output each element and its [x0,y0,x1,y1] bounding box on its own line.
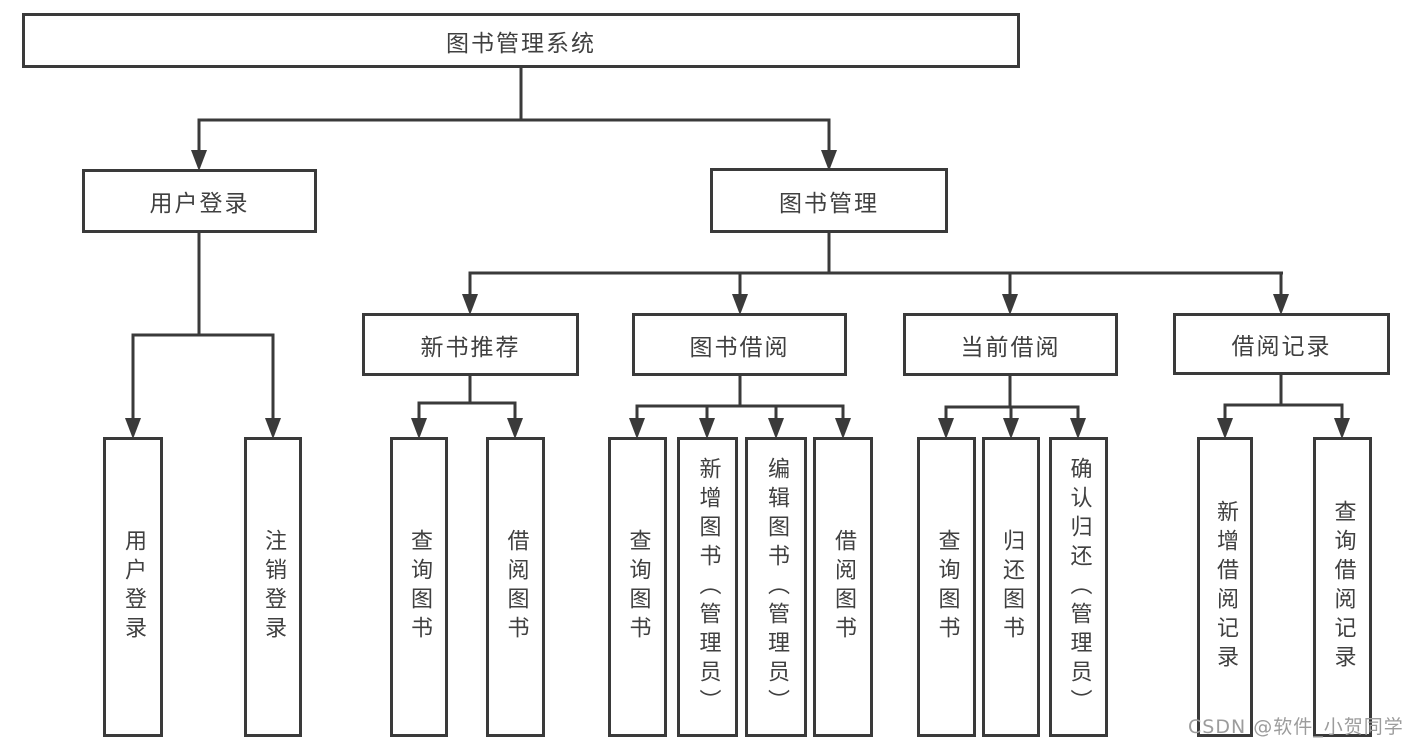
leaf-edit-books-admin: 编辑图书（管理员） [745,437,807,737]
connector-user-login-to-leaves [125,233,281,439]
node-borrowing-records: 借阅记录 [1173,313,1390,375]
connector-book-mgmt-to-level3 [462,233,1289,315]
leaf-user-login: 用户登录 [103,437,163,737]
node-new-book-recommend: 新书推荐 [362,313,579,376]
node-current-borrowing: 当前借阅 [903,313,1118,376]
connector-root-to-level2 [191,68,837,171]
node-user-login: 用户登录 [82,169,317,233]
leaf-borrow-books-recommend: 借阅图书 [486,437,545,737]
node-book-management: 图书管理 [710,168,948,233]
connector-book-borrow-to-leaves [629,376,851,439]
leaf-add-books-admin: 新增图书（管理员） [677,437,738,737]
leaf-add-borrow-record: 新增借阅记录 [1197,437,1253,737]
leaf-confirm-return-admin: 确认归还（管理员） [1049,437,1108,737]
leaf-query-books-current: 查询图书 [917,437,976,737]
leaf-return-books: 归还图书 [982,437,1040,737]
node-book-borrowing: 图书借阅 [632,313,847,376]
connector-new-book-to-leaves [411,376,523,439]
leaf-query-books-borrowing: 查询图书 [608,437,667,737]
connector-current-borrow-to-leaves [938,376,1086,439]
connector-borrow-records-to-leaves [1217,375,1350,439]
csdn-watermark: CSDN @软件_小贺同学 [1188,716,1404,738]
leaf-query-books-recommend: 查询图书 [390,437,448,737]
leaf-borrow-books: 借阅图书 [813,437,873,737]
leaf-logout: 注销登录 [244,437,302,737]
node-library-management-system: 图书管理系统 [22,13,1020,68]
leaf-query-borrow-record: 查询借阅记录 [1313,437,1372,737]
